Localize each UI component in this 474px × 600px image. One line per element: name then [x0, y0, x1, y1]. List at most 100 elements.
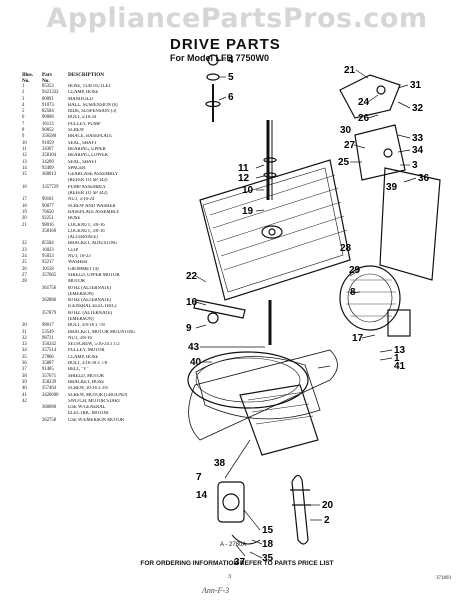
- callout-label: 18: [262, 539, 274, 550]
- callout-label: 28: [340, 243, 352, 254]
- illus-number: 26: [22, 266, 27, 272]
- table-row: 357879 60 HZ. (ALTERNATE): [22, 311, 170, 317]
- illus-number: 13: [22, 159, 27, 165]
- part-number: 76650: [42, 209, 54, 215]
- table-row: (GENERAL ELECTRIC): [22, 304, 170, 310]
- baseplate-drawing: [199, 159, 351, 301]
- illus-number: 5: [22, 109, 25, 115]
- callout-label: 32: [412, 103, 424, 114]
- part-description: BRACKET, MOTOR MOUNTING: [68, 329, 136, 335]
- suspension-ball-drawing: [207, 54, 219, 66]
- part-number: 27866: [42, 354, 54, 360]
- part-number: 85353: [42, 84, 54, 89]
- illus-number: 12: [22, 153, 27, 159]
- part-number: 90052: [42, 128, 54, 134]
- illus-number: 31: [22, 329, 27, 335]
- callout-label: 11: [238, 163, 249, 174]
- parts-list-header: Illus. No. Part No. DESCRIPTION: [22, 72, 170, 84]
- part-description: LOCKNUT, 3/8-16: [68, 222, 105, 228]
- part-number: 9421332: [42, 90, 59, 96]
- illus-number: 19: [22, 209, 27, 215]
- illus-number: 27: [22, 272, 27, 278]
- illus-number: 25: [22, 260, 27, 266]
- part-description: (EMERSON): [68, 316, 94, 322]
- callout-label: 29: [349, 265, 361, 276]
- illus-number: 14: [22, 165, 27, 171]
- part-number: 357671: [42, 373, 57, 379]
- part-number: 34307: [42, 146, 54, 152]
- part-description: HOSE: [68, 216, 81, 222]
- part-number: 98721: [42, 335, 54, 341]
- part-number: 357514: [42, 348, 57, 354]
- part-description: PULLEY, PUMP: [68, 121, 101, 127]
- part-number: 357665: [42, 272, 57, 278]
- page-subtitle: For Model LFB 7750W0: [170, 53, 270, 63]
- table-row: (ALTERNATE): [22, 235, 170, 241]
- part-number: 358104: [42, 153, 57, 159]
- part-number: 10158: [42, 266, 54, 272]
- callout-label: 4: [228, 55, 234, 66]
- part-description: SCREW AND WASHER: [68, 203, 116, 209]
- illus-number: 10: [22, 140, 27, 146]
- part-number: 361756: [42, 285, 57, 291]
- part-description: 60 HZ. (ALTERNATE): [68, 310, 113, 316]
- illus-number: 2: [22, 90, 25, 96]
- part-description: CLAMP, HOSE: [68, 354, 99, 360]
- callout-label: 17: [352, 333, 364, 344]
- motor-bracket-drawing: [339, 74, 401, 119]
- callout-label: 8: [350, 287, 356, 298]
- callout-label: 22: [186, 271, 198, 282]
- callout-label: 15: [262, 525, 274, 536]
- header-description: DESCRIPTION: [68, 72, 105, 78]
- callout-label: 14: [196, 490, 208, 501]
- part-description: SETSCREW, 5/16-24 x 1/2: [68, 342, 120, 348]
- part-description: MOTOR: [68, 279, 85, 285]
- callout-label: 9: [186, 323, 192, 334]
- illus-number: 8: [22, 128, 25, 134]
- callout-label: 33: [412, 133, 424, 144]
- belt-drawing: [188, 349, 338, 441]
- part-description: 60 HZ (ALTERNATE): [68, 285, 112, 291]
- part-number: 92409: [42, 165, 54, 171]
- part-description: BRACKET, HOSE: [68, 379, 105, 385]
- table-row: (EMERSON): [22, 317, 170, 323]
- part-number: 358160: [42, 228, 57, 234]
- illus-number: 42: [22, 398, 27, 404]
- table-row: 361756 60 HZ (ALTERNATE): [22, 286, 170, 292]
- callout-label: 19: [242, 206, 254, 217]
- part-description: (REFER TO SP 342): [68, 178, 108, 184]
- callout-label: 1: [394, 353, 400, 364]
- callout-label: 20: [322, 500, 334, 511]
- ordering-footer: FOR ORDERING INFORMATION REFER TO PARTS …: [140, 560, 334, 567]
- part-number: 357879: [42, 310, 57, 316]
- part-number: 98017: [42, 323, 54, 329]
- callout-label: 5: [228, 72, 234, 83]
- callout-label: 30: [340, 125, 352, 136]
- callout-label: 13: [394, 345, 406, 356]
- illus-number: 24: [22, 254, 27, 260]
- callout-label: 39: [386, 182, 398, 193]
- part-description: SCREW, MOTOR (GROUND): [68, 392, 128, 398]
- part-description: MANIFOLD: [68, 96, 93, 102]
- part-number: 85584: [42, 241, 54, 247]
